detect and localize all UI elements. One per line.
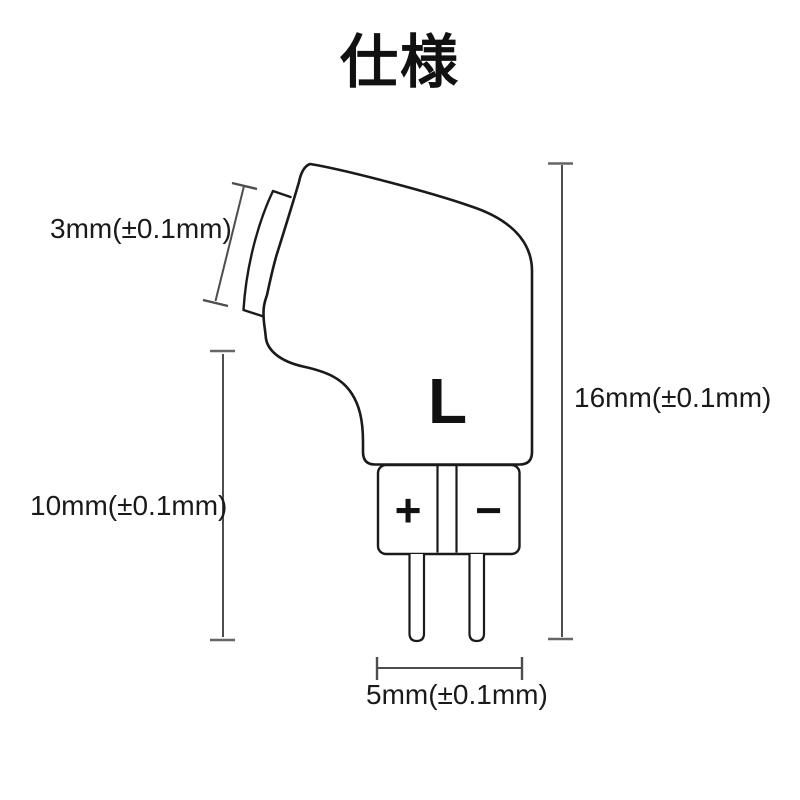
dimension-label-overall-height: 16mm(±0.1mm) bbox=[574, 382, 772, 413]
channel-marker-left: L bbox=[428, 365, 468, 437]
pin-left bbox=[408, 554, 426, 643]
dimension-overall-height bbox=[548, 162, 573, 641]
dimension-lower-section bbox=[210, 349, 235, 642]
dimension-pin-base-width bbox=[375, 657, 524, 680]
pin-base-block bbox=[376, 463, 521, 556]
nozzle-outline bbox=[242, 189, 292, 318]
dimension-label-pin-base-width: 5mm(±0.1mm) bbox=[366, 679, 548, 710]
page-title: 仕様 bbox=[339, 30, 460, 95]
dimension-label-lower-section: 10mm(±0.1mm) bbox=[30, 490, 228, 521]
polarity-positive-marker: + bbox=[394, 483, 422, 536]
polarity-negative-marker: − bbox=[475, 483, 502, 536]
connector-body-outline bbox=[262, 162, 534, 466]
pin-right bbox=[468, 554, 486, 643]
dimension-label-nozzle-length: 3mm(±0.1mm) bbox=[50, 213, 232, 244]
dimension-nozzle-length bbox=[202, 181, 258, 308]
